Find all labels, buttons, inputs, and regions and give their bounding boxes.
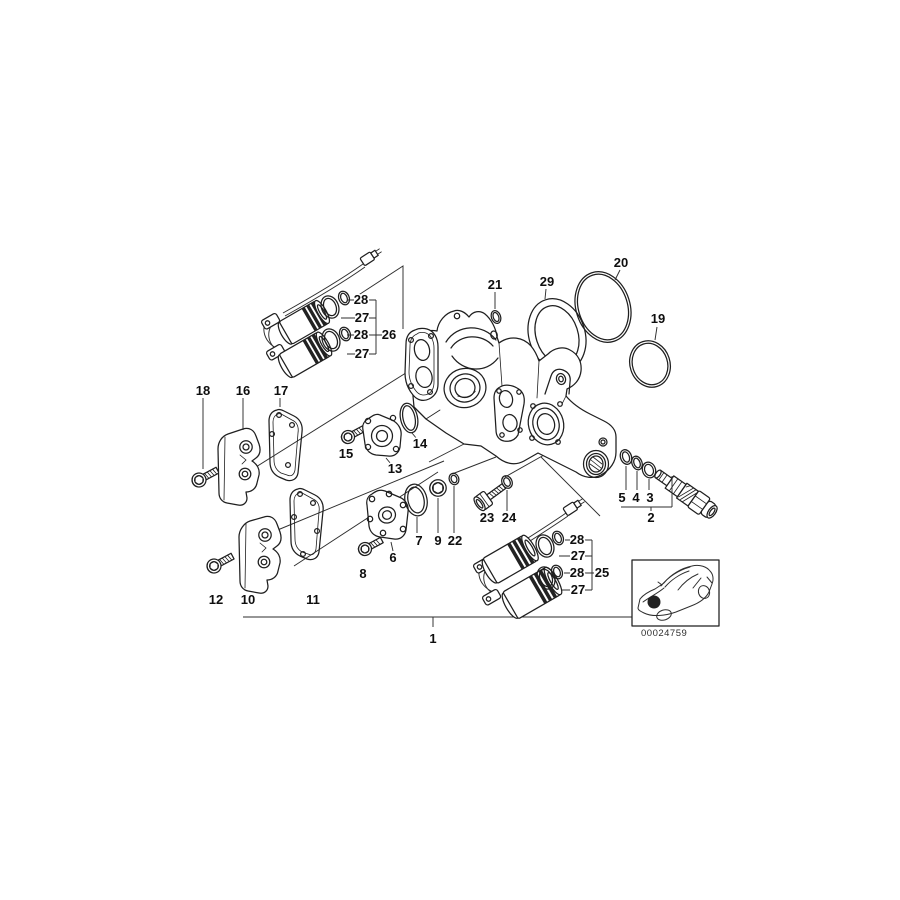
part-oring-28-bot1: [551, 530, 565, 546]
callout-17[interactable]: 17: [272, 382, 289, 400]
part-oring-5: [619, 449, 633, 465]
part-oring-27-bot2: [536, 566, 556, 590]
callout-24[interactable]: 24: [500, 509, 518, 527]
part-oring-28-top1: [337, 290, 351, 306]
part-oring-20: [574, 271, 632, 343]
callout-27-top1[interactable]: 27: [353, 309, 370, 327]
callout-7[interactable]: 7: [414, 532, 424, 550]
callout-11[interactable]: 11: [305, 591, 322, 609]
part-bolt-18: [191, 466, 220, 488]
callout-28-top2[interactable]: 28: [352, 326, 369, 344]
part-oring-14: [399, 402, 419, 434]
car-location-icon: [631, 559, 720, 627]
callouts: 18 16 17 28 27 28 26 27 21 29 20 19 15 1…: [194, 254, 688, 648]
callout-9[interactable]: 9: [433, 532, 443, 550]
callout-10[interactable]: 10: [239, 591, 256, 609]
callout-2[interactable]: 2: [646, 509, 656, 527]
part-oring-22: [448, 472, 460, 486]
part-cover-13: [362, 413, 402, 457]
part-oring-21: [490, 309, 502, 325]
callout-26[interactable]: 26: [380, 326, 397, 344]
part-washer-24: [501, 475, 513, 489]
callout-27-bot1[interactable]: 27: [569, 547, 586, 565]
callout-28-top1[interactable]: 28: [352, 291, 369, 309]
part-bolt-23: [473, 483, 507, 512]
part-oring-28-bot2: [550, 564, 564, 580]
part-flange-6: [366, 489, 409, 540]
callout-5[interactable]: 5: [617, 489, 627, 507]
part-oring-19: [629, 340, 671, 388]
callout-8[interactable]: 8: [358, 565, 368, 583]
part-bolt-15: [340, 424, 367, 445]
callout-27-top2[interactable]: 27: [353, 345, 370, 363]
part-bolt-12: [206, 552, 235, 574]
diagram-stamp: 00024759: [641, 628, 687, 639]
part-bolt-8: [357, 536, 384, 557]
callout-1[interactable]: 1: [428, 630, 438, 648]
part-cover-10: [238, 515, 282, 594]
part-plug-9: [429, 479, 447, 497]
callout-3[interactable]: 3: [645, 489, 655, 507]
callout-27-bot2[interactable]: 27: [569, 581, 586, 599]
part-oring-28-top2: [338, 326, 352, 342]
part-cover-16: [217, 427, 261, 506]
part-oring-27-top2: [321, 328, 341, 352]
leader-lines: [202, 269, 673, 591]
part-gasket-11: [289, 487, 324, 561]
callout-29[interactable]: 29: [538, 273, 555, 291]
callout-20[interactable]: 20: [612, 254, 629, 272]
part-oring-3: [641, 461, 657, 479]
part-oring-4: [631, 455, 643, 471]
callout-18[interactable]: 18: [194, 382, 211, 400]
callout-25[interactable]: 25: [593, 564, 610, 582]
callout-4[interactable]: 4: [631, 489, 642, 507]
callout-6[interactable]: 6: [388, 549, 398, 567]
callout-16[interactable]: 16: [234, 382, 251, 400]
part-valve-2: [654, 469, 718, 519]
callout-15[interactable]: 15: [337, 445, 354, 463]
callout-14[interactable]: 14: [411, 435, 429, 453]
callout-23[interactable]: 23: [478, 509, 495, 527]
part-housing: [404, 309, 617, 479]
callout-13[interactable]: 13: [386, 460, 403, 478]
callout-28-bot1[interactable]: 28: [568, 531, 585, 549]
part-oring-7: [404, 483, 428, 517]
part-oring-27-top1: [320, 295, 340, 319]
part-solenoid-group-top: [260, 248, 382, 379]
part-gasket-17: [268, 408, 303, 482]
callout-22[interactable]: 22: [446, 532, 463, 550]
callout-12[interactable]: 12: [207, 591, 224, 609]
callout-28-bot2[interactable]: 28: [568, 564, 585, 582]
part-oring-27-bot1: [535, 534, 555, 558]
callout-21[interactable]: 21: [486, 276, 503, 294]
callout-19[interactable]: 19: [649, 310, 666, 328]
part-solenoid-group-bottom: [472, 498, 585, 619]
